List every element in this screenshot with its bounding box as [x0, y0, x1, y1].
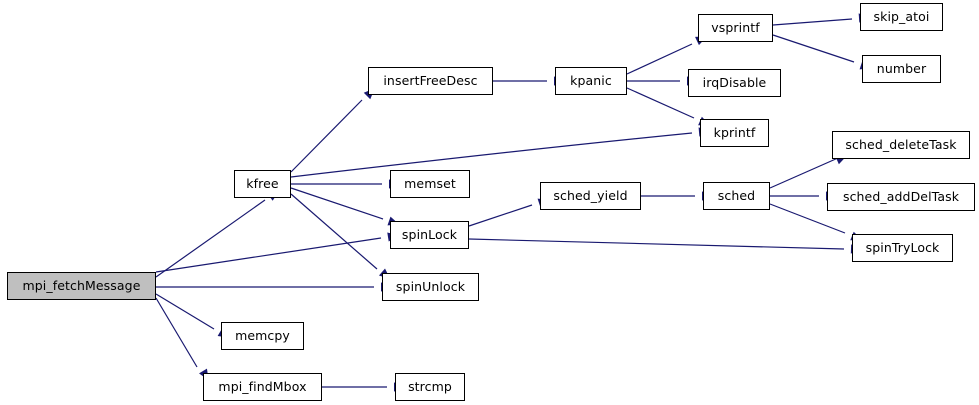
graph-node-kprintf[interactable]: kprintf: [700, 119, 769, 147]
graph-node-label: vsprintf: [711, 19, 760, 35]
graph-node-label: insertFreeDesc: [383, 72, 478, 88]
graph-node-label: memcpy: [235, 327, 290, 343]
graph-node-label: spinUnlock: [395, 278, 466, 294]
edge-sched-to-spinTryLock: [769, 203, 846, 234]
graph-node-label: number: [876, 60, 927, 76]
graph-node-label: mpi_findMbox: [218, 378, 307, 394]
graph-node-label: sched_deleteTask: [845, 136, 957, 152]
graph-node-label: kfree: [246, 175, 279, 191]
graph-node-sched_yield[interactable]: sched_yield: [540, 182, 641, 210]
graph-node-spinLock[interactable]: spinLock: [390, 221, 469, 249]
graph-node-label: spinLock: [401, 226, 458, 242]
graph-node-label: memset: [404, 175, 456, 191]
edge-mpi_fetchMessage-to-kfree: [155, 199, 266, 278]
graph-node-spinTryLock[interactable]: spinTryLock: [852, 234, 953, 262]
edge-mpi_fetchMessage-to-spinLock: [155, 237, 382, 273]
graph-node-label: irqDisable: [702, 74, 767, 90]
edge-kfree-to-spinUnlock: [290, 193, 378, 270]
graph-node-mpi_fetchMessage[interactable]: mpi_fetchMessage: [7, 272, 156, 300]
graph-node-kpanic[interactable]: kpanic: [555, 67, 627, 95]
edge-kpanic-to-vsprintf: [626, 43, 693, 75]
edge-sched-to-sched_deleteTask: [769, 157, 839, 189]
graph-node-irqDisable[interactable]: irqDisable: [688, 69, 781, 97]
graph-node-sched_addDelTask[interactable]: sched_addDelTask: [827, 183, 975, 211]
graph-node-skip_atoi[interactable]: skip_atoi: [860, 3, 943, 31]
graph-node-number[interactable]: number: [862, 55, 941, 83]
graph-node-insertFreeDesc[interactable]: insertFreeDesc: [368, 67, 493, 95]
graph-node-vsprintf[interactable]: vsprintf: [698, 14, 773, 42]
edge-spinLock-to-spinTryLock: [468, 238, 845, 250]
edge-vsprintf-to-number: [772, 34, 855, 63]
graph-node-label: strcmp: [408, 378, 452, 394]
edge-kfree-to-spinLock: [290, 187, 384, 220]
graph-node-label: sched: [717, 187, 756, 203]
edge-kfree-to-insertFreeDesc: [290, 99, 363, 173]
graph-node-kfree[interactable]: kfree: [234, 170, 291, 198]
graph-node-mpi_findMbox[interactable]: mpi_findMbox: [203, 373, 322, 401]
graph-node-label: skip_atoi: [873, 8, 930, 24]
graph-node-label: kprintf: [713, 124, 756, 140]
graph-node-strcmp[interactable]: strcmp: [395, 373, 465, 401]
edge-vsprintf-to-skip_atoi: [772, 18, 853, 26]
graph-node-label: mpi_fetchMessage: [22, 277, 141, 293]
graph-node-label: kpanic: [570, 72, 612, 88]
edge-spinLock-to-sched_yield: [468, 204, 533, 227]
graph-node-spinUnlock[interactable]: spinUnlock: [382, 273, 479, 301]
edge-kfree-to-kprintf: [290, 132, 693, 178]
graph-node-memcpy[interactable]: memcpy: [221, 322, 304, 350]
graph-node-label: sched_yield: [553, 187, 628, 203]
graph-node-label: spinTryLock: [865, 239, 940, 255]
edge-kpanic-to-kprintf: [626, 87, 695, 119]
edge-mpi_fetchMessage-to-memcpy: [155, 293, 215, 330]
graph-node-label: sched_addDelTask: [842, 188, 960, 204]
graph-node-sched_deleteTask[interactable]: sched_deleteTask: [832, 131, 970, 159]
edge-mpi_fetchMessage-to-mpi_findMbox: [155, 297, 198, 368]
graph-node-sched[interactable]: sched: [703, 182, 770, 210]
graph-node-memset[interactable]: memset: [390, 170, 470, 198]
